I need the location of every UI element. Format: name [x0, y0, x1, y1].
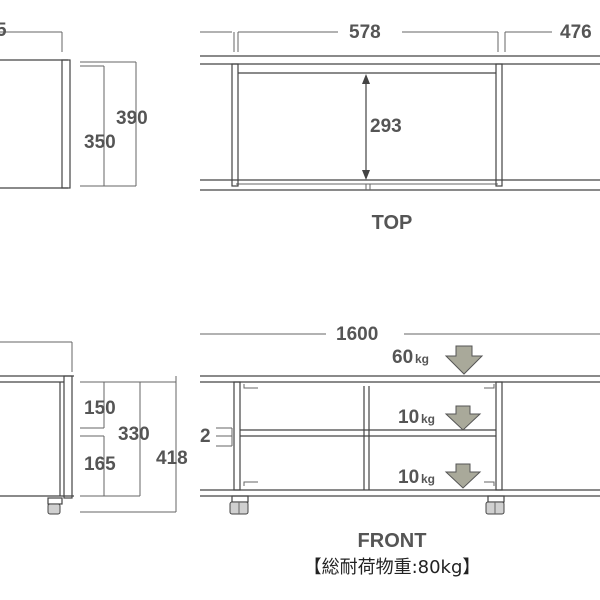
- front-view-label: FRONT: [358, 530, 427, 552]
- down-arrow-icon: [444, 405, 482, 431]
- load-unit: kg: [415, 352, 429, 366]
- dim-small-left: 2: [200, 426, 211, 447]
- top-view-label: TOP: [372, 212, 413, 234]
- top-view: 578 476 293 TOP: [200, 22, 600, 234]
- dim-total-height: 418: [156, 448, 188, 469]
- load-middle: 10 kg: [398, 405, 482, 431]
- down-arrow-icon: [444, 463, 482, 489]
- dim-height-outer: 390: [116, 108, 148, 129]
- load-capacity-caption: 【総耐荷物重:80kg】: [304, 557, 481, 578]
- dim-height-inner: 350: [84, 132, 116, 153]
- dim-center-width: 578: [349, 22, 381, 43]
- load-unit: kg: [421, 472, 435, 486]
- load-value: 10: [398, 407, 419, 428]
- dim-overall-width: 1600: [336, 324, 378, 345]
- front-view: 1600 2: [200, 324, 600, 578]
- down-arrow-icon: [444, 345, 484, 375]
- dim-left-partial: 5: [0, 20, 7, 41]
- side-view-top: 5 390 350: [0, 20, 148, 189]
- dim-lower-shelf: 165: [84, 454, 116, 475]
- caster-right: [485, 495, 505, 515]
- dim-upper-shelf: 150: [84, 398, 116, 419]
- load-bottom: 10 kg: [398, 463, 482, 489]
- load-unit: kg: [421, 412, 435, 426]
- dim-middle-height: 330: [118, 424, 150, 445]
- dim-inner-depth: 293: [370, 116, 402, 137]
- load-top: 60 kg: [392, 345, 484, 375]
- dim-right-width: 476: [560, 22, 592, 43]
- load-value: 10: [398, 467, 419, 488]
- side-view-front: 150 330 165 418: [0, 341, 188, 515]
- caster-left: [229, 495, 249, 515]
- load-value: 60: [392, 347, 413, 368]
